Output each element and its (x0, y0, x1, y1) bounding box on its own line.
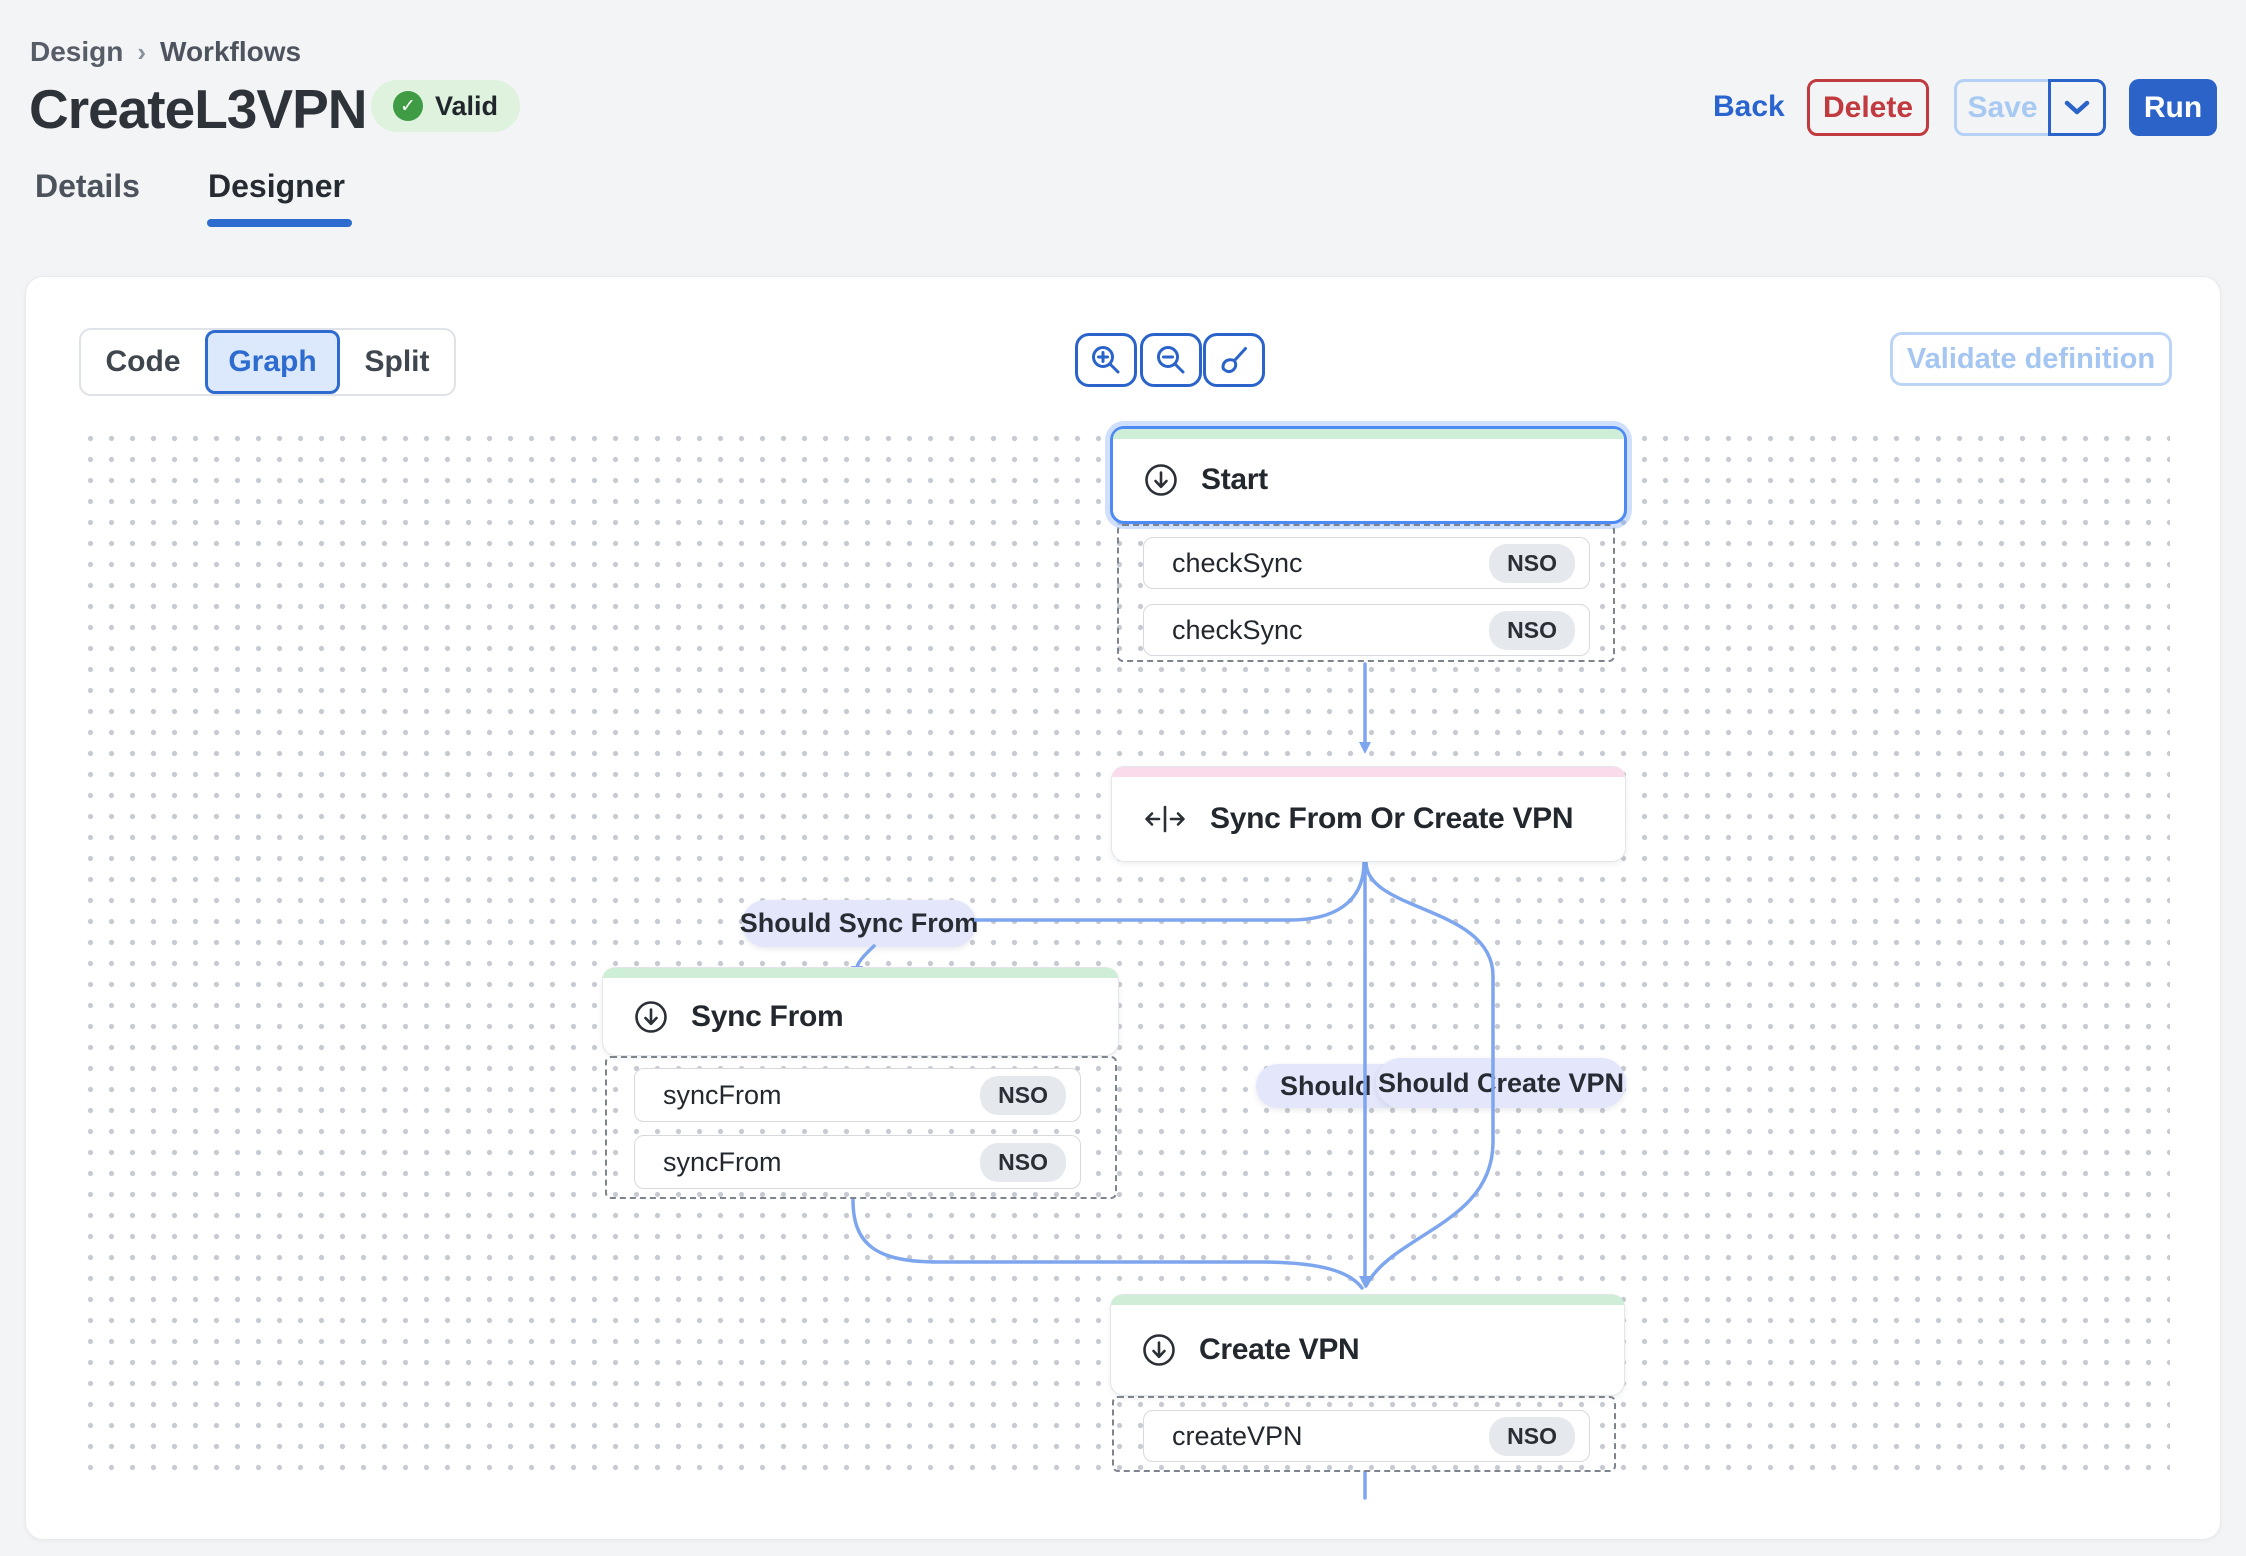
page-title: CreateL3VPN (29, 78, 367, 140)
node-start-task-group: checkSync NSO checkSync NSO (1117, 524, 1615, 662)
zoom-out-button[interactable] (1140, 333, 1202, 387)
status-badge-label: Valid (435, 90, 499, 121)
back-button[interactable]: Back (1713, 90, 1785, 123)
view-mode-switch: Code Graph Split (79, 328, 456, 396)
node-sync-from[interactable]: Sync From (602, 967, 1119, 1056)
node-switch-status-strip (1112, 767, 1625, 777)
zoom-out-icon (1157, 346, 1185, 374)
node-sync-from-task-group: syncFrom NSO syncFrom NSO (605, 1056, 1117, 1199)
task-name: checkSync (1172, 614, 1303, 645)
tab-details[interactable]: Details (35, 168, 140, 204)
node-create-vpn[interactable]: Create VPN (1110, 1294, 1625, 1396)
node-create-vpn-task-group: createVPN NSO (1112, 1396, 1616, 1472)
save-dropdown-button[interactable] (2048, 79, 2106, 136)
node-sync-from-title: Sync From (691, 999, 844, 1033)
edge-label-should-sync-from: Should Sync From (740, 900, 978, 947)
task-badge: NSO (1489, 543, 1575, 583)
node-start[interactable]: Start (1110, 426, 1627, 524)
circle-arrow-down-icon (1145, 464, 1177, 496)
view-mode-graph[interactable]: Graph (205, 330, 340, 394)
breadcrumb-design[interactable]: Design (30, 36, 124, 67)
branch-switch-icon (1145, 805, 1185, 833)
save-button[interactable]: Save (1954, 79, 2051, 136)
node-start-title: Start (1201, 463, 1268, 496)
node-sync-from-status-strip (603, 968, 1118, 978)
view-mode-split[interactable]: Split (364, 345, 430, 378)
delete-button[interactable]: Delete (1807, 79, 1929, 136)
breadcrumb-workflows[interactable]: Workflows (160, 36, 302, 67)
task-row[interactable]: createVPN NSO (1143, 1410, 1590, 1462)
task-badge: NSO (980, 1075, 1066, 1115)
task-row[interactable]: checkSync NSO (1143, 604, 1590, 656)
task-name: syncFrom (663, 1079, 782, 1110)
zoom-in-button[interactable] (1075, 333, 1137, 387)
node-create-vpn-status-strip (1111, 1295, 1624, 1305)
task-name: checkSync (1172, 547, 1303, 578)
circle-arrow-down-icon (635, 1000, 667, 1033)
node-sync-from-or-create-vpn[interactable]: Sync From Or Create VPN (1111, 766, 1626, 862)
task-row[interactable]: syncFrom NSO (634, 1135, 1081, 1189)
view-mode-code[interactable]: Code (105, 345, 181, 378)
node-start-status-strip (1113, 429, 1624, 439)
status-badge: ✓ Valid (371, 80, 521, 132)
tab-designer[interactable]: Designer (208, 168, 345, 204)
active-tab-underline (207, 219, 352, 227)
task-row[interactable]: syncFrom NSO (634, 1068, 1081, 1122)
chevron-down-icon (2064, 100, 2090, 114)
brush-icon (1221, 347, 1247, 374)
task-badge: NSO (980, 1142, 1066, 1182)
circle-arrow-down-icon (1143, 1334, 1175, 1366)
validate-definition-button[interactable]: Validate definition (1890, 332, 2172, 386)
task-name: syncFrom (663, 1146, 782, 1177)
run-button[interactable]: Run (2129, 79, 2217, 136)
check-circle-icon: ✓ (393, 91, 423, 121)
edge-label-should-create-vpn: Should Create VPN (1376, 1058, 1626, 1108)
task-badge: NSO (1489, 610, 1575, 650)
breadcrumb-separator-icon: › (137, 36, 147, 67)
task-badge: NSO (1489, 1416, 1575, 1456)
node-create-vpn-title: Create VPN (1199, 1333, 1360, 1366)
node-switch-title: Sync From Or Create VPN (1210, 802, 1574, 835)
style-brush-button[interactable] (1203, 333, 1265, 387)
task-row[interactable]: checkSync NSO (1143, 537, 1590, 589)
task-name: createVPN (1172, 1420, 1303, 1451)
zoom-in-icon (1092, 346, 1120, 374)
breadcrumb: Design › Workflows (30, 36, 301, 68)
